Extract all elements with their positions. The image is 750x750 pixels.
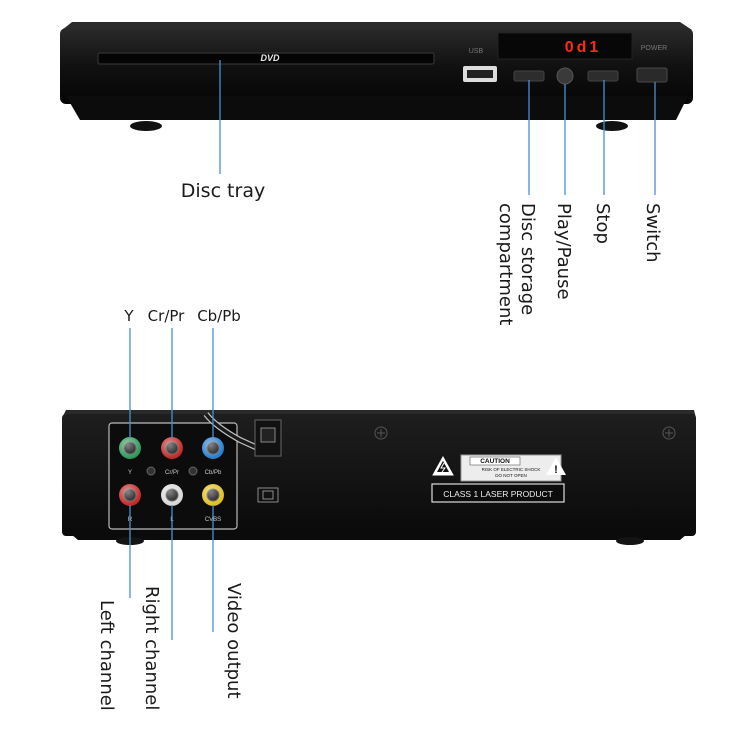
label-y: Y: [123, 307, 134, 325]
jack-label-cb: Cb/Pb: [205, 470, 222, 476]
caution-line-1: RISK OF ELECTRIC SHOCK: [482, 467, 541, 472]
caution-sticker: CAUTION RISK OF ELECTRIC SHOCK DO NOT OP…: [432, 454, 566, 482]
eject-button[interactable]: [513, 70, 545, 82]
front-foot-left: [130, 121, 162, 131]
panel-screw: [188, 466, 198, 476]
caution-title: CAUTION: [480, 458, 510, 465]
laser-label: CLASS 1 LASER PRODUCT: [443, 489, 553, 499]
display-readout: 0d1: [565, 39, 602, 56]
rear-foot-right: [616, 537, 644, 545]
label-video-output: Video output: [223, 583, 244, 699]
laser-sticker: [431, 483, 565, 503]
label-disc-storage: Disc storage: [517, 203, 538, 315]
rear-player: Y Cr/Pr Cb/Pb R L CVBS: [62, 410, 696, 545]
jack-cb-pb[interactable]: [202, 437, 224, 459]
label-left-channel: Left channel: [96, 600, 117, 711]
label-stop: Stop: [592, 203, 613, 244]
power-label: POWER: [641, 45, 667, 52]
caution-line-2: DO NOT OPEN: [495, 473, 526, 478]
jack-label-cr: Cr/Pr: [165, 470, 179, 476]
label-compartment: compartment: [495, 203, 516, 325]
cert-mark: [257, 487, 279, 503]
label-disc-tray: Disc tray: [181, 180, 265, 202]
stop-button[interactable]: [587, 70, 619, 82]
front-callout-lines: [219, 60, 656, 195]
display-panel: [497, 32, 633, 60]
usb-label: USB: [469, 48, 484, 55]
jack-right-audio[interactable]: [119, 484, 141, 506]
front-player: DVD USB 0d1 POWER: [60, 22, 693, 131]
label-play-pause: Play/Pause: [553, 203, 574, 300]
play-pause-button[interactable]: [556, 67, 574, 85]
jack-left-audio[interactable]: [161, 484, 183, 506]
label-right-channel: Right channel: [141, 586, 162, 710]
front-foot-right: [596, 121, 628, 131]
label-cb-pb: Cb/Pb: [197, 307, 241, 325]
disc-tray-slot[interactable]: [97, 52, 435, 65]
jack-label-y: Y: [128, 470, 132, 476]
panel-screw: [146, 466, 156, 476]
svg-text:!: !: [554, 464, 558, 476]
rear-callout-lines: [129, 328, 214, 640]
label-switch: Switch: [642, 203, 663, 263]
jack-cvbs[interactable]: [202, 484, 224, 506]
label-cr-pr: Cr/Pr: [148, 307, 185, 325]
dvd-logo: DVD: [260, 53, 280, 63]
jack-y[interactable]: [119, 437, 141, 459]
jack-cr-pr[interactable]: [161, 437, 183, 459]
power-switch[interactable]: [636, 67, 668, 83]
